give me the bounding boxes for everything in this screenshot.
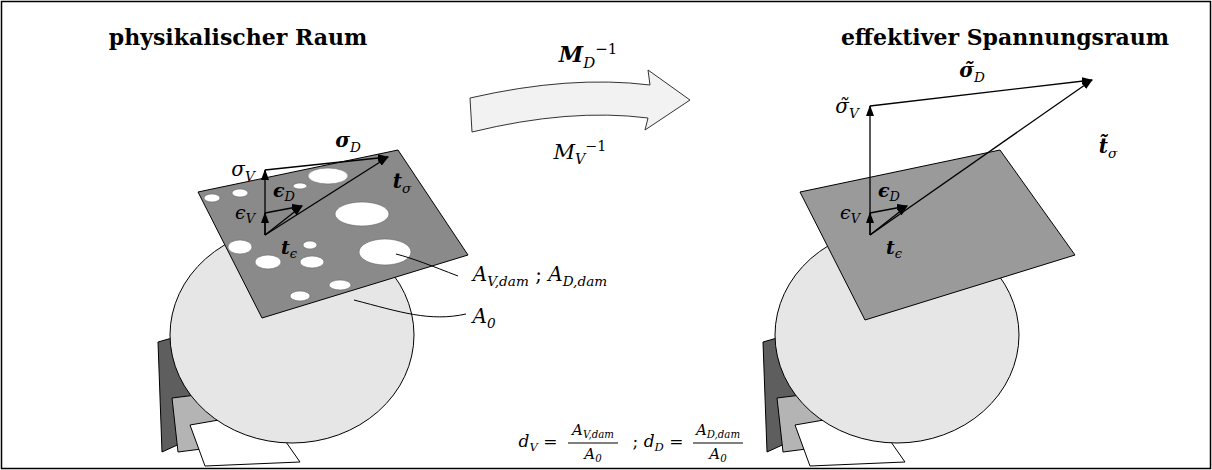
formula-text: AV,dam <box>572 422 614 441</box>
vector-label: ϵD <box>273 180 295 205</box>
formula-text: dV = <box>519 432 558 454</box>
left-illustration <box>158 150 468 466</box>
damage-hole <box>204 168 411 301</box>
vector-label: ϵD <box>878 180 900 205</box>
vector-label: σ̃D <box>959 59 985 85</box>
sphere <box>170 227 414 443</box>
formula-text: AD,dam <box>696 422 740 441</box>
damage-hole <box>329 280 351 290</box>
vector-arrow <box>264 170 265 235</box>
damage-hole <box>228 240 252 254</box>
leader-line <box>354 254 466 317</box>
operator-label: MD−1 <box>559 41 617 71</box>
vector-arrow <box>870 80 1092 235</box>
fraction-bar <box>693 443 743 444</box>
vector-arrow <box>870 80 1092 235</box>
vector-label: tϵ <box>886 237 902 262</box>
vector-label: σ̃V <box>835 95 858 121</box>
vector-arrow <box>869 106 870 235</box>
leader-line <box>354 300 466 317</box>
mapping-arrow <box>470 70 690 132</box>
right-illustration <box>763 80 1092 466</box>
formula-text: ; dD = <box>633 432 684 454</box>
damage-hole <box>308 168 348 184</box>
vector-label: tϵ <box>281 237 297 262</box>
vector-label: σD <box>335 129 361 155</box>
area-label: AV,dam ; AD,dam <box>473 263 607 289</box>
damage-hole <box>359 239 411 265</box>
panel-title: effektiver Spannungsraum <box>841 25 1169 49</box>
damage-hole <box>300 256 324 268</box>
vector-arrow <box>870 206 907 235</box>
damage-hole <box>293 183 307 189</box>
damage-hole <box>255 255 281 269</box>
damage-hole <box>335 202 389 226</box>
cut-plane <box>198 150 468 318</box>
formula-text: A0 <box>584 446 601 465</box>
leader-line <box>396 254 458 276</box>
damage-hole <box>232 189 248 197</box>
panel-title: physikalischer Raum <box>109 25 367 49</box>
cut-plane <box>800 150 1075 320</box>
vector-arrow <box>870 206 907 213</box>
damage-hole <box>303 241 317 249</box>
vector-label: tσ <box>393 170 412 196</box>
vector-label: t̃σ <box>1099 135 1118 161</box>
formula-text: A0 <box>709 446 726 465</box>
operator-label: MV−1 <box>554 139 607 168</box>
vector-arrow <box>264 213 265 235</box>
area-label: A0 <box>472 305 495 331</box>
vector-arrow <box>869 213 870 235</box>
vector-arrow <box>265 157 388 235</box>
fraction-bar <box>568 443 618 444</box>
vector-label: ϵV <box>235 202 255 227</box>
vector-label: σV <box>231 158 254 184</box>
damage-hole <box>204 194 220 202</box>
vector-label: ϵV <box>840 202 860 227</box>
vector-arrow <box>265 206 302 235</box>
damage-hole <box>290 291 310 301</box>
vector-arrow <box>265 206 302 213</box>
vector-arrow <box>265 157 388 235</box>
